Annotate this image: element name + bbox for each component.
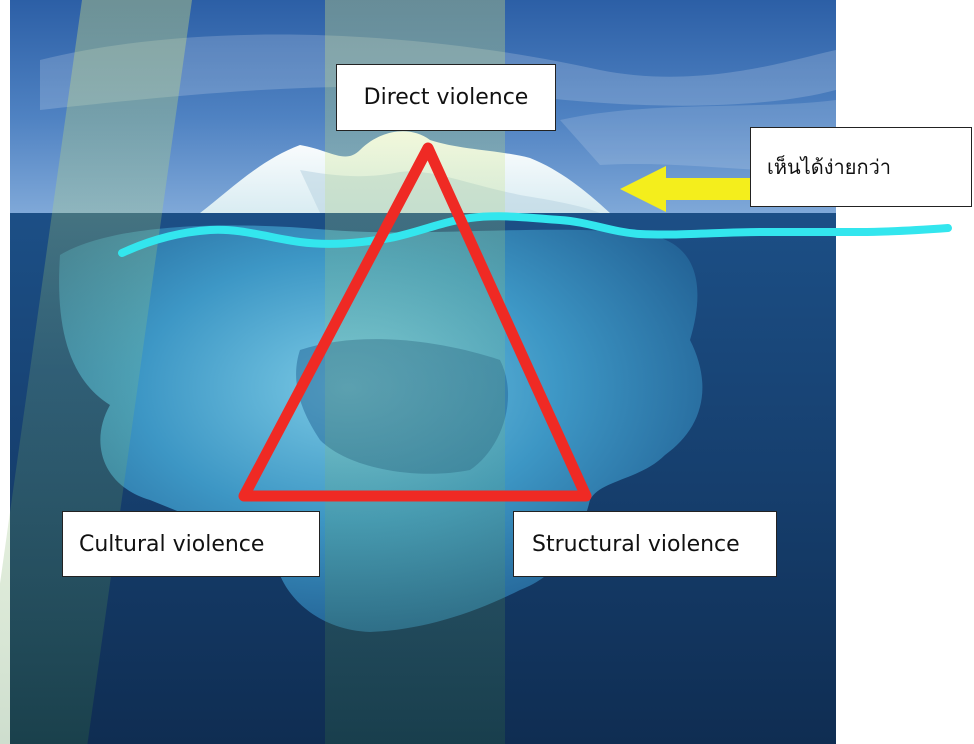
label-direct-violence: Direct violence: [336, 64, 556, 131]
label-cultural-violence: Cultural violence: [62, 511, 320, 577]
violence-triangle: [238, 142, 592, 502]
left-arrow-icon: [620, 166, 753, 212]
label-easier-to-see-text: เห็นได้ง่ายกว่า: [767, 155, 892, 179]
label-direct-violence-text: Direct violence: [363, 85, 529, 110]
label-easier-to-see: เห็นได้ง่ายกว่า: [750, 127, 972, 207]
label-cultural-violence-text: Cultural violence: [79, 531, 265, 557]
label-structural-violence: Structural violence: [513, 511, 777, 577]
waterline: [118, 212, 952, 257]
label-structural-violence-text: Structural violence: [532, 531, 740, 557]
translucent-band-left: [0, 0, 192, 744]
